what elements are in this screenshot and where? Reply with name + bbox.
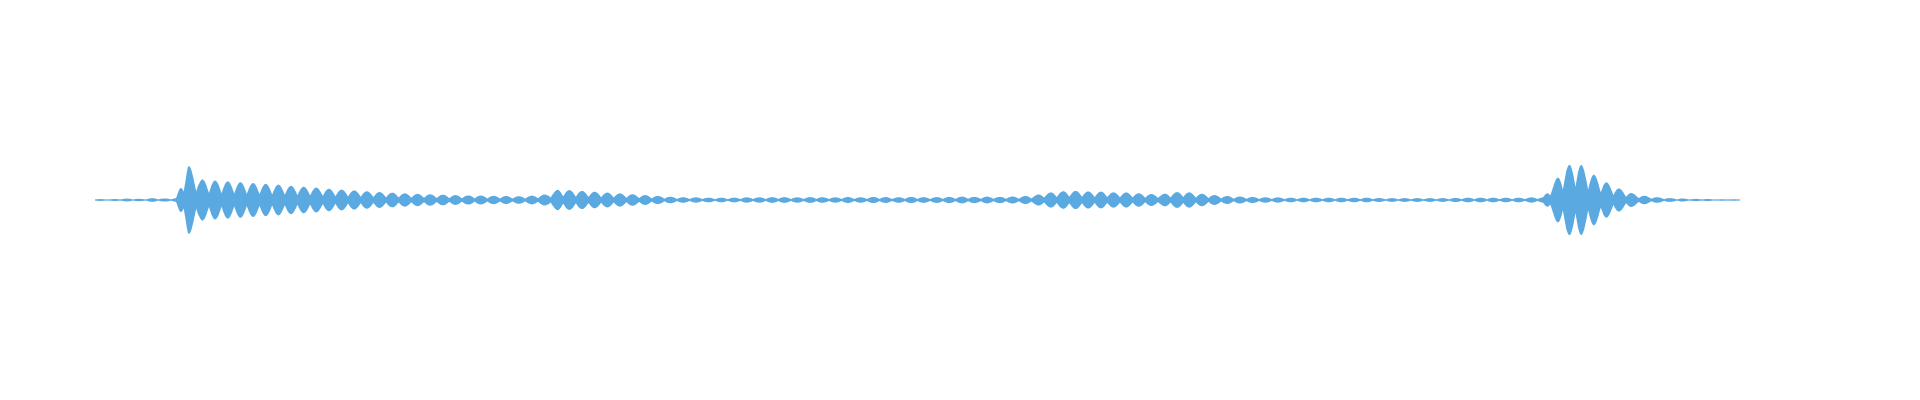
waveform-shape	[95, 164, 1740, 236]
